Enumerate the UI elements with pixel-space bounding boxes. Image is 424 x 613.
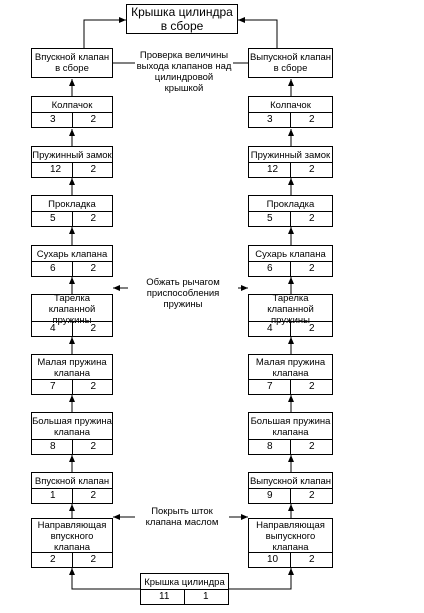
note-oil-stem: Покрыть шток клапана маслом [135, 506, 229, 528]
item-label: Прокладка [266, 199, 315, 210]
left-item-large-spring: Большая пружина клапана 8 2 [31, 412, 113, 455]
item-label: Тарелка клапанной пружины [267, 292, 314, 326]
item-quantity: 2 [71, 322, 113, 336]
left-assembly-title: Впускной клапан в сборе [34, 52, 110, 74]
item-quantity: 2 [71, 553, 113, 567]
item-number: 3 [50, 114, 56, 125]
left-item-intake-guide: Направляющая впускного клапана 2 2 [31, 518, 113, 568]
item-quantity: 2 [71, 113, 113, 127]
item-quantity: 2 [71, 212, 113, 226]
item-label: Колпачок [270, 100, 311, 111]
base-quantity: 1 [184, 590, 228, 604]
item-label: Направляющая выпускного клапана [256, 520, 325, 553]
item-quantity: 2 [290, 489, 332, 503]
left-item-intake-valve: Впускной клапан 1 2 [31, 472, 113, 504]
item-label: Направляющая впускного клапана [37, 520, 107, 553]
left-item-small-spring: Малая пружина клапана 7 2 [31, 354, 113, 395]
right-item-exhaust-valve: Выпускной клапан 9 2 [248, 472, 333, 504]
item-quantity: 2 [290, 380, 332, 394]
item-number: 1 [50, 490, 56, 501]
item-quantity: 2 [71, 489, 113, 503]
left-item-cap: Колпачок 3 2 [31, 96, 113, 128]
item-quantity: 2 [71, 262, 113, 276]
item-number: 9 [267, 490, 273, 501]
item-number: 6 [50, 263, 56, 274]
item-label: Колпачок [51, 100, 93, 111]
left-item-gasket: Прокладка 5 2 [31, 195, 113, 227]
right-item-exhaust-guide: Направляющая выпускного клапана 10 2 [248, 518, 333, 568]
item-number: 6 [267, 263, 273, 274]
item-number: 8 [50, 441, 56, 452]
note-check-clearance: Проверка величины выхода клапанов над ци… [135, 50, 233, 94]
item-quantity: 2 [71, 440, 113, 454]
left-item-valve-cotter: Сухарь клапана 6 2 [31, 245, 113, 277]
item-number: 5 [50, 213, 56, 224]
left-assembly-box: Впускной клапан в сборе [31, 48, 113, 78]
item-quantity: 2 [290, 322, 332, 336]
item-label: Тарелка клапанной пружины [48, 292, 96, 326]
right-item-spring-lock: Пружинный замок 12 2 [248, 146, 333, 178]
item-number: 7 [267, 381, 273, 392]
item-quantity: 2 [290, 553, 332, 567]
item-label: Малая пружина клапана [255, 357, 326, 379]
item-label: Пружинный замок [32, 150, 112, 161]
item-number: 5 [267, 213, 273, 224]
item-quantity: 2 [290, 163, 332, 177]
item-number: 4 [267, 323, 273, 334]
item-number: 4 [50, 323, 56, 334]
item-quantity: 2 [71, 380, 113, 394]
item-number: 10 [267, 554, 279, 565]
item-quantity: 2 [290, 262, 332, 276]
item-number: 12 [50, 164, 62, 175]
item-label: Пружинный замок [250, 150, 331, 161]
item-number: 3 [267, 114, 273, 125]
item-number: 12 [267, 164, 279, 175]
item-label: Малая пружина клапана [37, 357, 107, 379]
item-label: Сухарь клапана [36, 249, 108, 260]
top-assembly-title: Крышка цилиндра в сборе [131, 5, 233, 33]
base-number: 11 [159, 591, 170, 602]
top-assembly-box: Крышка цилиндра в сборе [126, 4, 238, 34]
item-label: Выпускной клапан [249, 476, 332, 487]
item-label: Большая пружина клапана [250, 416, 331, 438]
item-number: 7 [50, 381, 56, 392]
item-number: 8 [267, 441, 273, 452]
right-item-valve-cotter: Сухарь клапана 6 2 [248, 245, 333, 277]
item-quantity: 2 [290, 440, 332, 454]
right-item-cap: Колпачок 3 2 [248, 96, 333, 128]
item-label: Сухарь клапана [255, 249, 326, 260]
item-quantity: 2 [290, 113, 332, 127]
base-label: Крышка цилиндра [144, 577, 225, 588]
right-item-large-spring: Большая пружина клапана 8 2 [248, 412, 333, 455]
item-quantity: 2 [71, 163, 113, 177]
item-number: 2 [50, 554, 56, 565]
right-assembly-title: Выпускной клапан в сборе [249, 52, 332, 74]
item-label: Прокладка [48, 199, 96, 210]
item-quantity: 2 [290, 212, 332, 226]
left-item-spring-retainer: Тарелка клапанной пружины 4 2 [31, 292, 113, 337]
note-compress-springs: Обжать рычагом приспособления пружины [128, 277, 238, 310]
right-item-gasket: Прокладка 5 2 [248, 195, 333, 227]
right-item-spring-retainer: Тарелка клапанной пружины 4 2 [248, 292, 333, 337]
item-label: Впускной клапан [34, 476, 110, 487]
right-assembly-box: Выпускной клапан в сборе [248, 48, 333, 78]
item-label: Большая пружина клапана [32, 416, 112, 438]
left-item-spring-lock: Пружинный замок 12 2 [31, 146, 113, 178]
right-item-small-spring: Малая пружина клапана 7 2 [248, 354, 333, 395]
